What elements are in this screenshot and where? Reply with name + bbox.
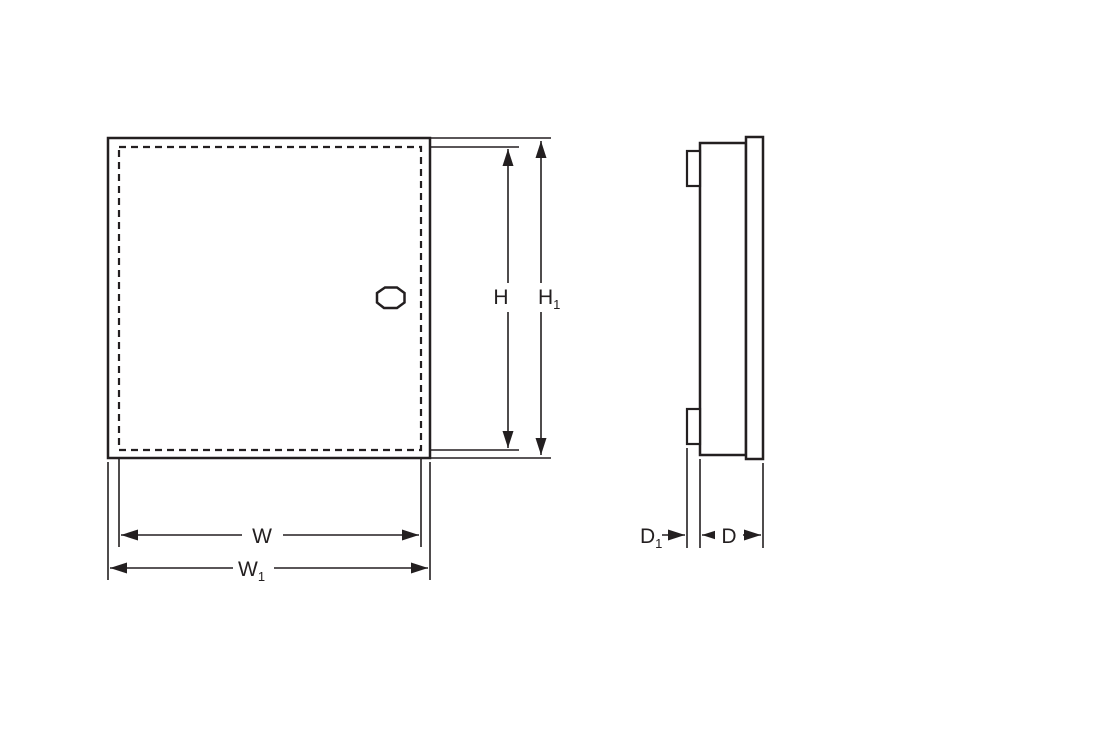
label-backing-w (242, 520, 283, 549)
side-frame-body (698, 141, 748, 457)
side-door-panel (744, 135, 765, 461)
label-backing-w1 (233, 553, 274, 582)
dimension-label-h1: H1 (538, 286, 560, 312)
mounting-clip-bottom (685, 407, 702, 446)
label-backing-h (487, 283, 514, 312)
cam-latch-icon (375, 286, 406, 310)
dimension-label-w: W (252, 525, 272, 548)
front-view: H H1 W W1 (106, 136, 567, 584)
label-backing-h1 (534, 283, 567, 312)
mounting-clip-top (685, 149, 702, 188)
label-backing-d (715, 520, 743, 549)
dimension-label-d: D (721, 525, 736, 548)
side-view: D1 D (640, 135, 765, 551)
panel-door-dashed-outline (117, 145, 423, 452)
dimension-label-w1: W1 (238, 558, 265, 584)
dimension-label-d1: D1 (640, 525, 662, 551)
dimension-label-h: H (493, 286, 508, 309)
